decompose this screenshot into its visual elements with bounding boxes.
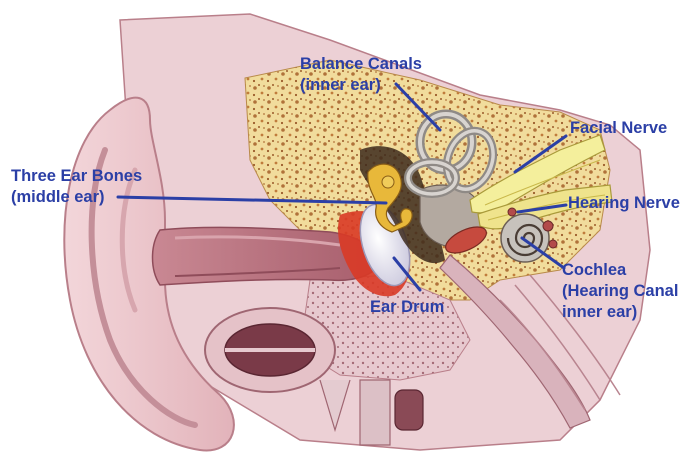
lower-vessels (360, 380, 390, 445)
label-cochlea: Cochlea (Hearing Canal inner ear) (562, 260, 678, 323)
label-facial-nerve: Facial Nerve (570, 118, 667, 139)
label-hearing-nerve: Hearing Nerve (568, 193, 680, 214)
label-cochlea-line2: (Hearing Canal (562, 281, 678, 302)
label-ear-drum: Ear Drum (370, 297, 444, 318)
label-hearing-nerve-line1: Hearing Nerve (568, 193, 680, 214)
label-cochlea-line1: Cochlea (562, 260, 678, 281)
label-ear-drum-line1: Ear Drum (370, 297, 444, 318)
label-three-ear-bones-line1: Three Ear Bones (11, 166, 142, 187)
label-balance-canals-line1: Balance Canals (300, 54, 422, 75)
label-three-ear-bones-line2: (middle ear) (11, 187, 142, 208)
label-three-ear-bones: Three Ear Bones (middle ear) (11, 166, 142, 208)
label-facial-nerve-line1: Facial Nerve (570, 118, 667, 139)
label-cochlea-line3: inner ear) (562, 302, 678, 323)
label-balance-canals: Balance Canals (inner ear) (300, 54, 422, 96)
label-balance-canals-line2: (inner ear) (300, 75, 422, 96)
